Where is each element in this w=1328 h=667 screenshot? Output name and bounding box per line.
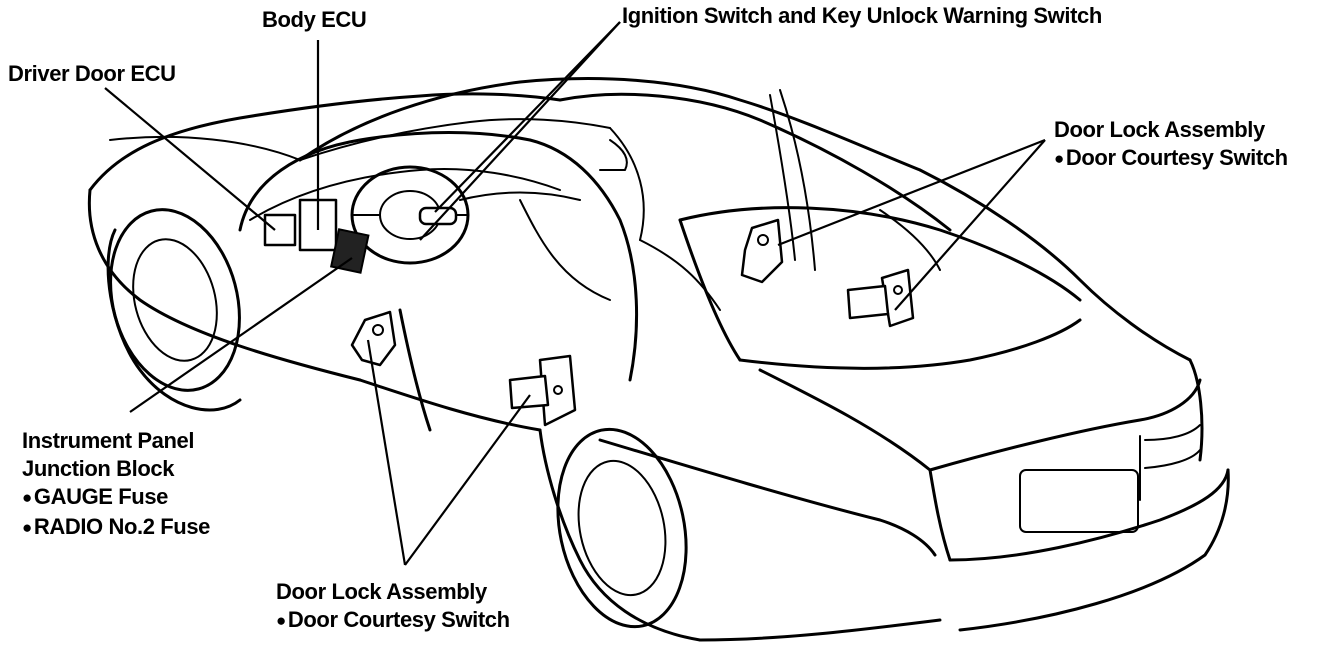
gauge-fuse-label: GAUGE Fuse	[22, 483, 210, 513]
rear-door-lock-label: Door Lock Assembly Door Courtesy Switch	[1054, 116, 1288, 174]
driver-door-ecu-label: Driver Door ECU	[8, 61, 176, 86]
leader-lines	[104, 21, 1046, 566]
junction-block-label: Instrument Panel Junction Block GAUGE Fu…	[22, 427, 210, 543]
radio-fuse-label: RADIO No.2 Fuse	[22, 513, 211, 543]
rear-door-courtesy-switch-text: Door Courtesy Switch	[1065, 145, 1288, 170]
front-door-courtesy-switch	[508, 374, 550, 410]
front-door-lock-title: Door Lock Assembly	[276, 579, 487, 604]
junction-block-part	[329, 228, 370, 274]
rear-door-courtesy-switch-label: Door Courtesy Switch	[1054, 144, 1288, 174]
ignition-switch-label: Ignition Switch and Key Unlock Warning S…	[622, 3, 1102, 28]
body-ecu-label: Body ECU	[262, 7, 367, 32]
front-door-courtesy-switch-text: Door Courtesy Switch	[287, 607, 510, 632]
front-left-door-lock	[350, 310, 397, 367]
junction-block-line2: Junction Block	[22, 456, 175, 481]
radio-fuse-text: RADIO No.2 Fuse	[33, 514, 211, 539]
gauge-fuse-text: GAUGE Fuse	[33, 484, 169, 509]
rear-door-lock-title: Door Lock Assembly	[1054, 117, 1265, 142]
car-body	[87, 77, 1230, 642]
dashboard	[249, 139, 628, 274]
front-door-lock-label: Door Lock Assembly Door Courtesy Switch	[276, 578, 510, 636]
front-door-courtesy-switch-label: Door Courtesy Switch	[276, 606, 510, 636]
door-lock-parts	[350, 218, 915, 427]
body-ecu-part	[263, 213, 297, 247]
rear-door-lock	[740, 218, 784, 284]
junction-block-line1: Instrument Panel	[22, 428, 195, 453]
